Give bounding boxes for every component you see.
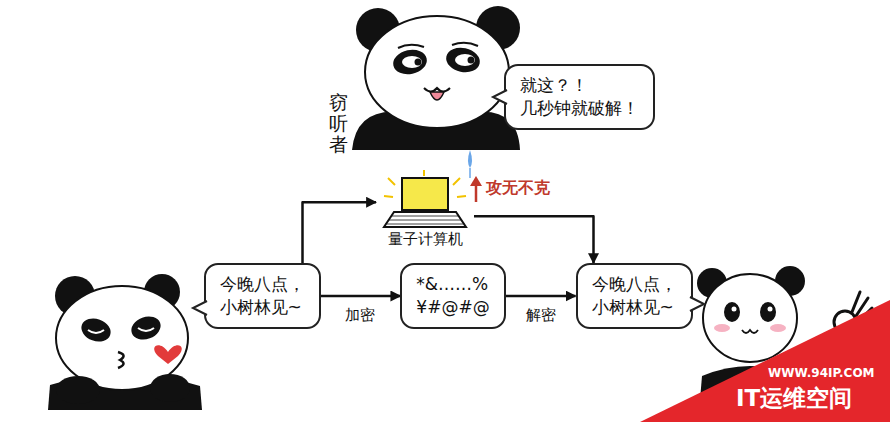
bubble-tail	[192, 300, 208, 316]
bubble-text: 就这？！ 几秒钟就破解！	[520, 74, 639, 120]
sender-panda	[48, 274, 202, 410]
quantum-computer: 量子计算机	[376, 170, 474, 250]
red-label: 攻无不克	[486, 178, 550, 199]
flow-arrow	[321, 295, 401, 298]
watermark-url: WWW.94IP.COM	[768, 366, 875, 380]
edge-label: 加密	[343, 306, 377, 325]
ciphertext-bubble: *&……% ¥#@#@	[400, 263, 505, 329]
speech-bubble: 今晚八点， 小树林见~	[576, 263, 693, 329]
laptop-icon	[380, 170, 470, 230]
red-arrow	[470, 176, 482, 202]
flow-arrow	[474, 216, 594, 263]
device-label: 量子计算机	[386, 230, 465, 250]
bubble-tail	[689, 296, 705, 312]
edge-label: 解密	[524, 306, 558, 325]
eavesdropper-panda	[352, 6, 520, 178]
flow-arrow	[506, 295, 576, 298]
bubble-text: 今晚八点， 小树林见~	[220, 273, 305, 319]
watermark-text: IT运维空间	[736, 383, 852, 414]
speech-bubble: 今晚八点， 小树林见~	[204, 263, 321, 329]
bubble-text: 今晚八点， 小树林见~	[592, 273, 677, 319]
vertical-label: 窃听者	[329, 92, 348, 155]
bubble-text: *&……% ¥#@#@	[416, 273, 489, 319]
speech-bubble: 就这？！ 几秒钟就破解！	[504, 64, 655, 130]
flow-arrow	[303, 202, 377, 263]
bubble-tail	[492, 89, 508, 105]
